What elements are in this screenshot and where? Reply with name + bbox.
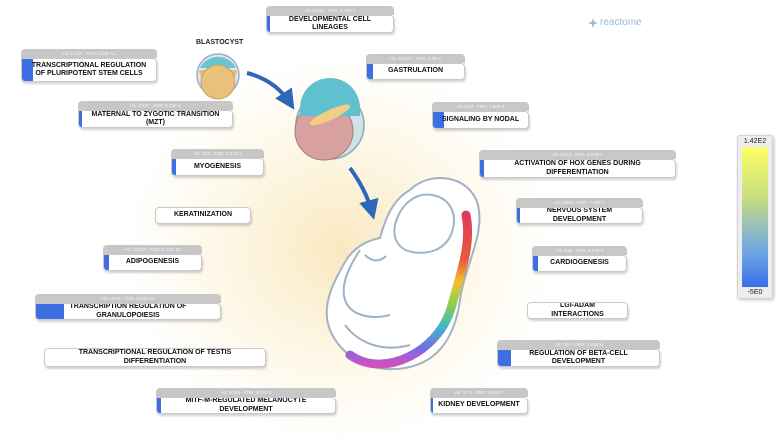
pathway-box[interactable]: MYOGENESIS [171, 158, 264, 176]
pathway-label: DEVELOPMENTAL CELL LINEAGES [288, 15, 372, 31]
pathway-label: SIGNALING BY NODAL [441, 115, 520, 123]
pathway-label: LGI-ADAM INTERACTIONS [551, 302, 604, 318]
hit-bar [104, 255, 109, 270]
blastocyst-label: BLASTOCYST [196, 39, 244, 46]
pathway-stats: Hit: 2/73 · FDR: 9.11E-2 [430, 388, 528, 397]
pathway-box[interactable]: TRANSCRIPTIONAL REGULATION OF PLURIPOTEN… [21, 58, 157, 82]
legend-gradient [742, 147, 768, 287]
hit-bar [367, 64, 373, 79]
pathway-node[interactable]: Hit: 13/147 · FDR: 5.71E-10 ADIPOGENESIS [103, 245, 202, 271]
pathway-stats: Hit: 4/38 · FDR: 5.64E-4 [532, 246, 627, 255]
pathway-stats: Hit: 1/150 · FDR: 9.19E-1 [266, 6, 394, 15]
color-legend[interactable]: 1.42E2 -5E0 [737, 135, 773, 299]
spine-highlight [345, 210, 473, 369]
pathway-stats: Hit: 7/87 · FDR: 4.62E-6 [497, 340, 660, 349]
pathway-box[interactable]: KERATINIZATION [155, 207, 251, 224]
pathway-box[interactable]: GASTRULATION [366, 63, 465, 80]
pathway-box[interactable]: MATERNAL TO ZYGOTIC TRANSITION (MZT) [78, 110, 233, 128]
hit-bar [480, 160, 484, 177]
pathway-label: ACTIVATION OF HOX GENES DURING DIFFERENT… [514, 160, 641, 176]
pathway-box[interactable]: REGULATION OF BETA-CELL DEVELOPMENT [497, 349, 660, 367]
hit-bar [79, 111, 83, 127]
pathway-stats: Hit: 12/45 · FDR: 2.53E-14 [21, 49, 157, 58]
hit-bar [533, 256, 538, 271]
pathway-label: CARDIOGENESIS [550, 259, 609, 267]
reactome-logo: reactome [588, 17, 642, 28]
hit-bar [517, 208, 520, 223]
pathway-box[interactable]: ACTIVATION OF HOX GENES DURING DIFFERENT… [479, 159, 676, 178]
pathway-label: GASTRULATION [387, 67, 444, 75]
pathway-label: REGULATION OF BETA-CELL DEVELOPMENT [529, 349, 628, 365]
pathway-node[interactable]: Hit: 7/87 · FDR: 4.62E-6 REGULATION OF B… [497, 340, 660, 367]
legend-min: -5E0 [747, 289, 763, 296]
pathway-node[interactable]: Hit: 12/76 · FDR: 3.52E-12 TRANSCRIPTION… [35, 294, 221, 320]
pathway-node[interactable]: Hit: 2/73 · FDR: 9.11E-2 KIDNEY DEVELOPM… [430, 388, 528, 414]
pathway-box[interactable]: KIDNEY DEVELOPMENT [430, 397, 528, 414]
pathway-node[interactable]: Hit: 1/137 · FDR: 9.79E-1 MATERNAL TO ZY… [78, 101, 233, 128]
hit-bar [172, 159, 176, 175]
pathway-node[interactable]: KERATINIZATION [155, 207, 251, 224]
pathway-stats: Hit: 3/33 · FDR: 3.51E-2 [171, 149, 264, 158]
pathway-box[interactable]: LGI-ADAM INTERACTIONS [527, 302, 628, 319]
pathway-label: TRANSCRIPTIONAL REGULATION OF PLURIPOTEN… [31, 61, 147, 77]
blastocyst-graphic [196, 53, 240, 100]
pathway-label: TRANSCRIPTION REGULATION OF GRANULOPOIES… [69, 303, 187, 319]
pathway-label: MATERNAL TO ZYGOTIC TRANSITION (MZT) [91, 110, 220, 126]
pathway-label: ADIPOGENESIS [125, 258, 180, 266]
hit-bar [433, 112, 445, 128]
pathway-label: KERATINIZATION [173, 211, 233, 219]
pathway-node[interactable]: Hit: 9/603 · FDR: 7.39E-1 NERVOUS SYSTEM… [516, 198, 643, 224]
hit-bar [431, 398, 433, 413]
hit-bar [267, 16, 270, 32]
pathway-box[interactable]: MITF-M-REGULATED MELANOCYTE DEVELOPMENT [156, 397, 336, 414]
gastrula-graphic [294, 78, 365, 161]
pathway-stats: Hit: 12/187 · FDR: 2.9E-4 [366, 54, 465, 63]
hit-bar [157, 398, 161, 413]
pathway-stats: Hit: 5/29 · FDR: 7.59E-4 [432, 102, 529, 111]
hit-bar [22, 59, 33, 81]
pathway-box[interactable]: TRANSCRIPTION REGULATION OF GRANULOPOIES… [35, 303, 221, 320]
pathway-node[interactable]: Hit: 3/33 · FDR: 3.51E-2 MYOGENESIS [171, 149, 264, 176]
hit-bar [498, 350, 511, 366]
pathway-stats: Hit: 12/76 · FDR: 3.52E-12 [35, 294, 221, 303]
pathway-stats: Hit: 9/603 · FDR: 7.39E-1 [516, 198, 643, 207]
pathway-label: MITF-M-REGULATED MELANOCYTE DEVELOPMENT [185, 397, 307, 413]
logo-text: reactome [600, 17, 642, 28]
pathway-box[interactable]: CARDIOGENESIS [532, 255, 627, 272]
pathway-node[interactable]: Hit: 12/187 · FDR: 2.9E-4 GASTRULATION [366, 54, 465, 80]
pathway-stats: Hit: 2/110 · FDR: 8.97E-1 [479, 150, 676, 159]
pathway-box[interactable]: ADIPOGENESIS [103, 254, 202, 271]
pathway-box[interactable]: TRANSCRIPTIONAL REGULATION OF TESTIS DIF… [44, 348, 266, 367]
development-illustration [196, 53, 481, 371]
pathway-label: NERVOUS SYSTEM DEVELOPMENT [546, 207, 613, 223]
reactome-star-icon [588, 17, 598, 28]
pathway-node[interactable]: Hit: 12/45 · FDR: 2.53E-14 TRANSCRIPTION… [21, 49, 157, 82]
pathway-node[interactable]: LGI-ADAM INTERACTIONS [527, 302, 628, 319]
pathway-node[interactable]: Hit: 5/29 · FDR: 7.59E-4 SIGNALING BY NO… [432, 102, 529, 129]
pathway-node[interactable]: Hit: 4/38 · FDR: 5.64E-4 CARDIOGENESIS [532, 246, 627, 272]
pathway-node[interactable]: Hit: 1/150 · FDR: 9.19E-1 DEVELOPMENTAL … [266, 6, 394, 33]
pathway-box[interactable]: DEVELOPMENTAL CELL LINEAGES [266, 15, 394, 33]
pathway-label: KIDNEY DEVELOPMENT [438, 401, 520, 409]
legend-max: 1.42E2 [743, 138, 767, 145]
pathway-stats: Hit: 9/333 · FDR: 3.27E-2 [156, 388, 336, 397]
pathway-stats: Hit: 1/137 · FDR: 9.79E-1 [78, 101, 233, 110]
pathway-label: TRANSCRIPTIONAL REGULATION OF TESTIS DIF… [78, 349, 232, 365]
hit-bar [36, 304, 64, 319]
pathway-label: MYOGENESIS [193, 162, 242, 170]
pathway-node[interactable]: Hit: 2/110 · FDR: 8.97E-1 ACTIVATION OF … [479, 150, 676, 178]
pathway-stats: Hit: 13/147 · FDR: 5.71E-10 [103, 245, 202, 254]
pathway-node[interactable]: TRANSCRIPTIONAL REGULATION OF TESTIS DIF… [44, 348, 266, 367]
pathway-box[interactable]: NERVOUS SYSTEM DEVELOPMENT [516, 207, 643, 224]
pathway-node[interactable]: Hit: 9/333 · FDR: 3.27E-2 MITF-M-REGULAT… [156, 388, 336, 414]
pathway-box[interactable]: SIGNALING BY NODAL [432, 111, 529, 129]
